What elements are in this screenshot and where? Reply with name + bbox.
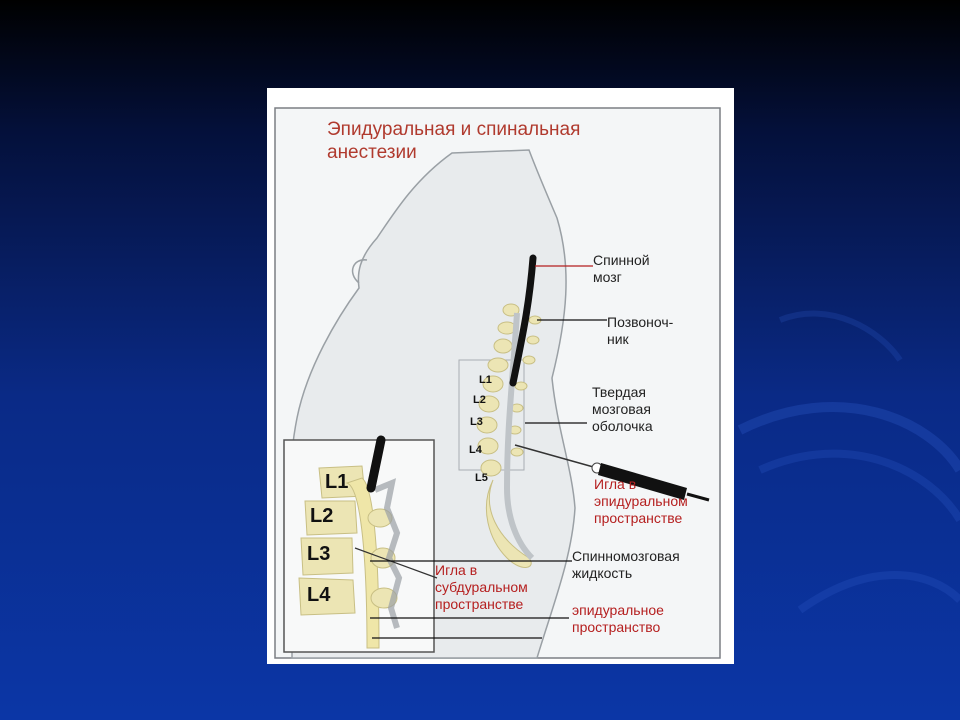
epidural-needle-syringe [598, 463, 687, 500]
vertebra-label-inset: L3 [307, 543, 331, 565]
spinal-cord [509, 254, 537, 387]
label-dura: Твердая мозговая оболочка [592, 384, 653, 434]
vertebra-label-small: L3 [470, 416, 483, 428]
anesthesia-figure: Эпидуральная и спинальная анестезии Спин… [267, 88, 734, 664]
label-needle-epidural: Игла в эпидуральном пространстве [594, 476, 688, 526]
vertebra-label-small: L1 [479, 374, 492, 386]
spine-column [476, 303, 542, 568]
label-epidural-space: эпидуральное пространство [572, 602, 664, 635]
figure-illustration [274, 107, 721, 659]
label-needle-subdural: Игла в субдуральном пространстве [435, 562, 528, 612]
diagram-title: Эпидуральная и спинальная анестезии [327, 119, 581, 163]
label-spine: Позвоноч- ник [607, 314, 674, 347]
vertebra-label-small: L5 [475, 472, 488, 484]
label-csf: Спинномозговая жидкость [572, 548, 680, 581]
vertebra-label-inset: L2 [310, 505, 334, 527]
vertebra-label-small: L2 [473, 394, 486, 406]
vertebra-label-small: L4 [469, 444, 482, 456]
label-spinal-cord: Спинной мозг [593, 252, 650, 285]
vertebra-label-inset: L4 [307, 584, 331, 606]
vertebra-label-inset: L1 [325, 471, 349, 493]
